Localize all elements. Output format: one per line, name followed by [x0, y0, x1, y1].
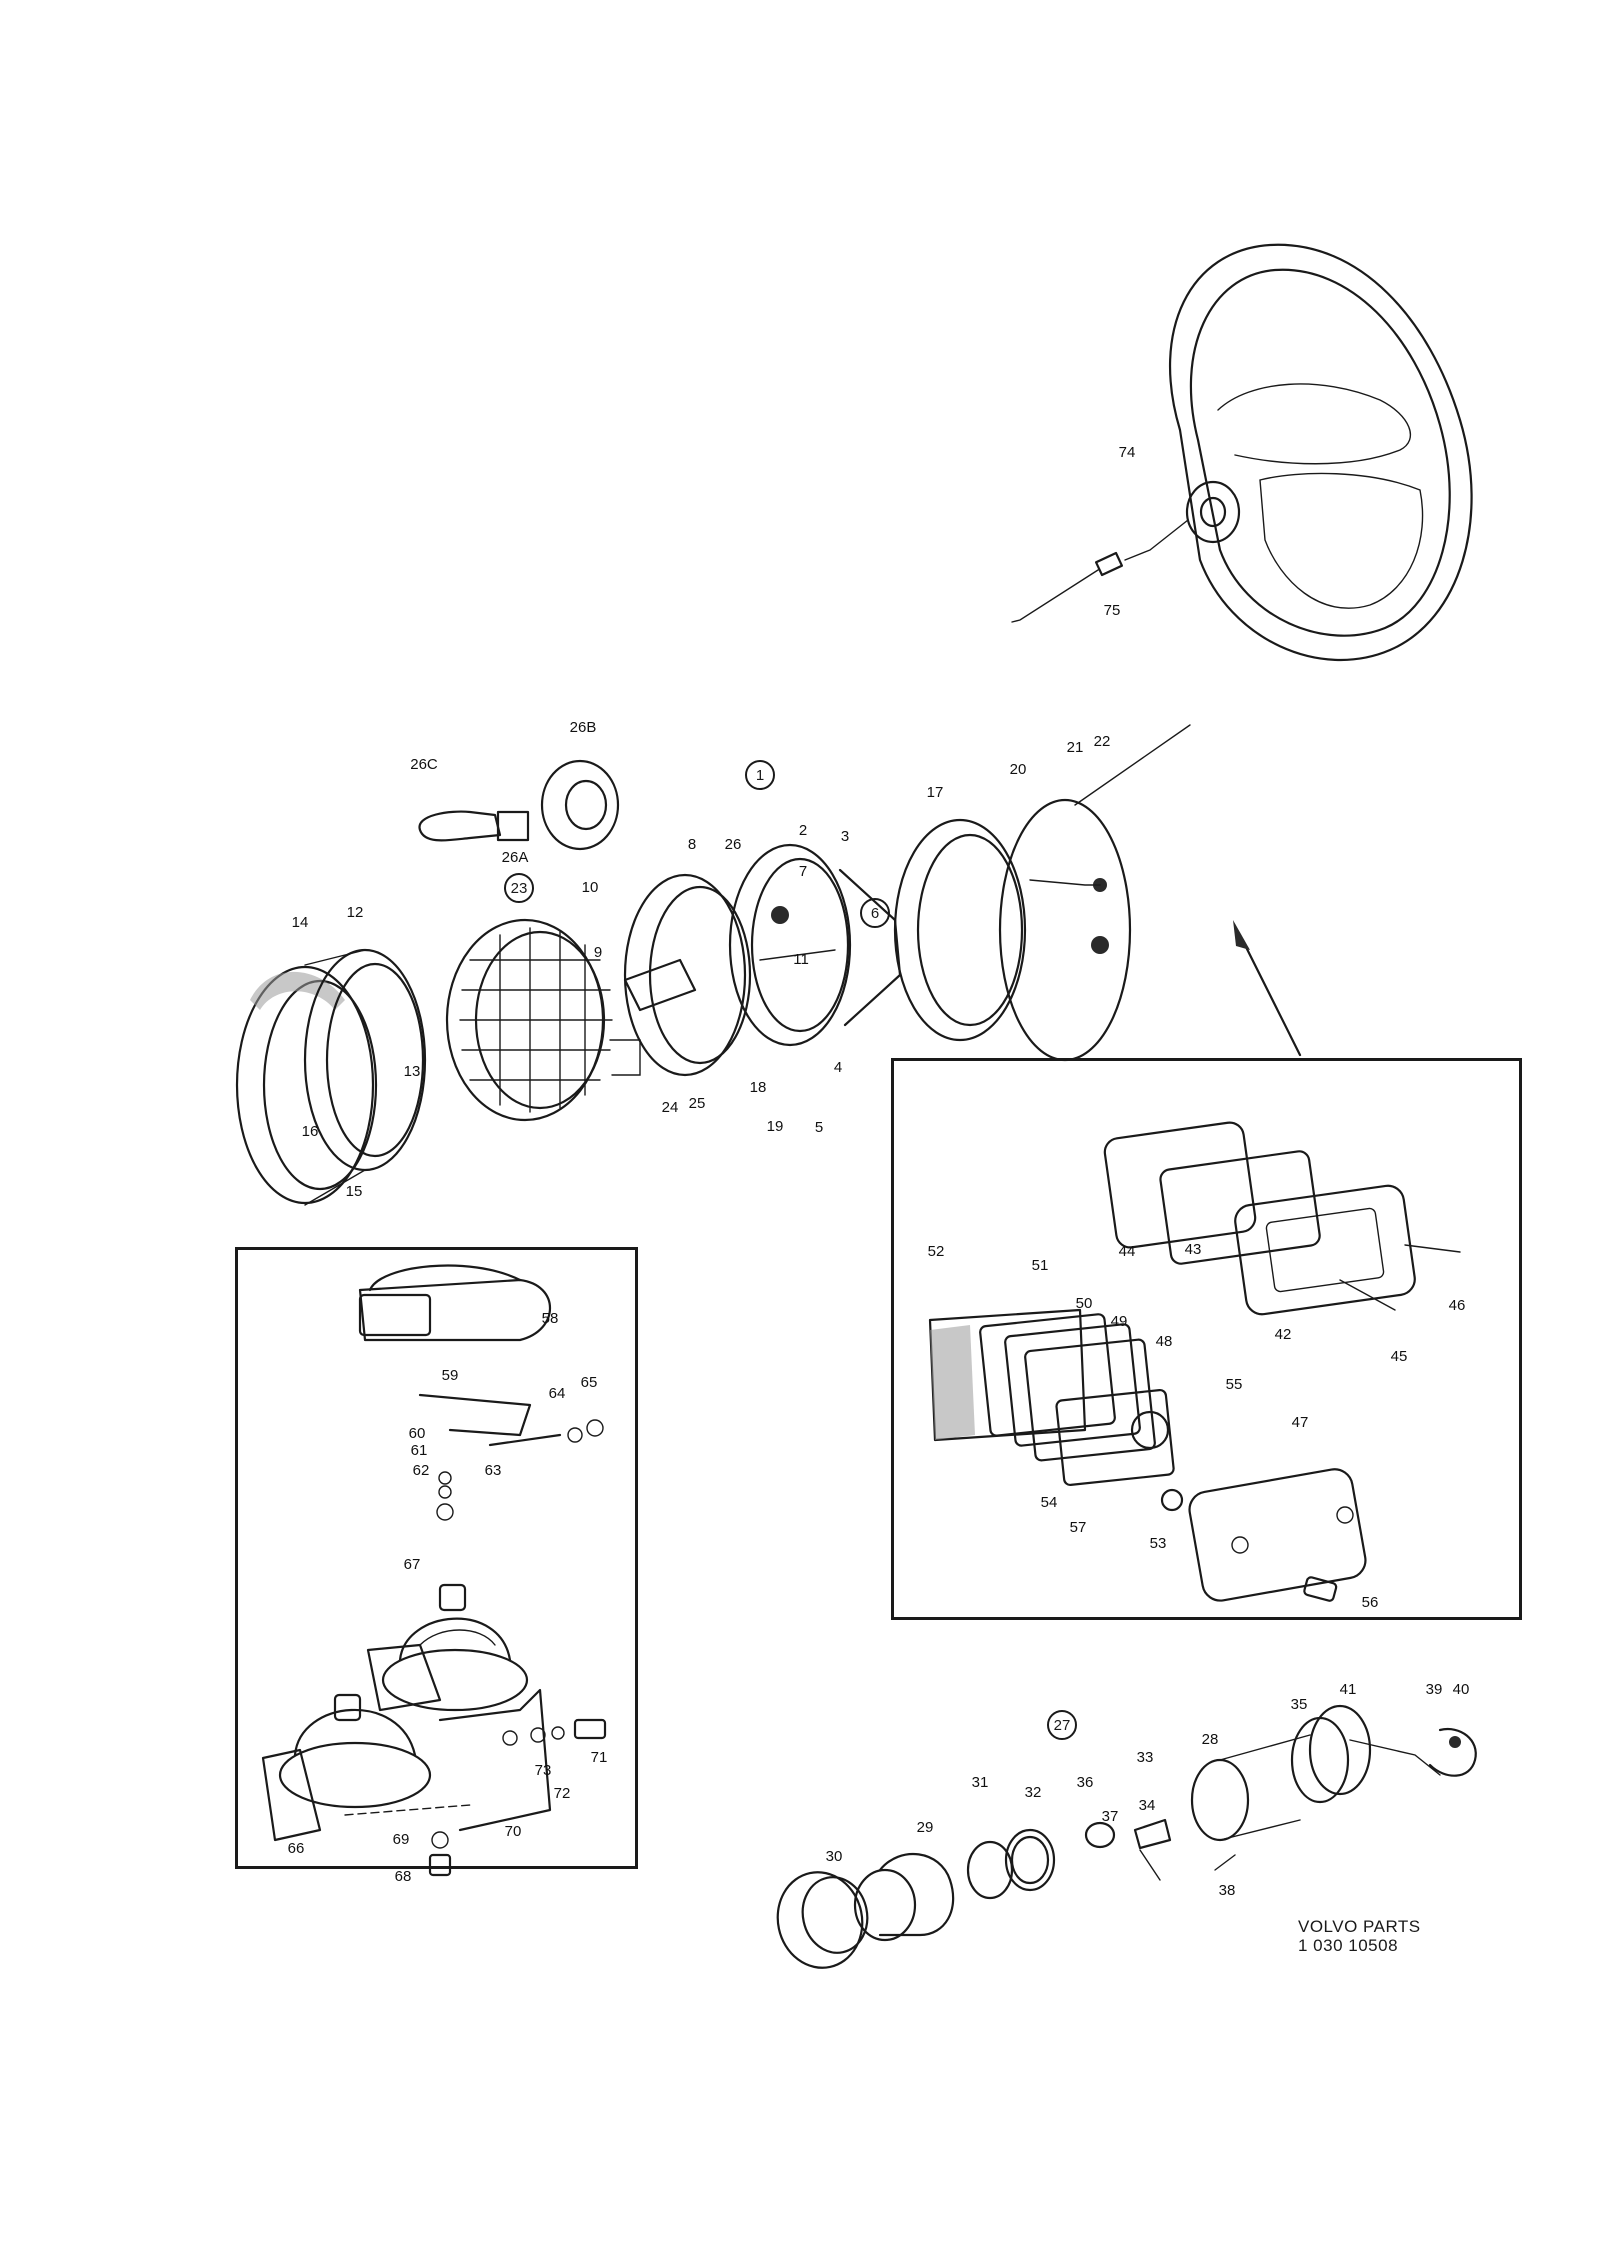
part-label-63: 63 [484, 1462, 502, 1479]
horn-inset [235, 1247, 638, 1869]
part-label-52: 52 [927, 1243, 945, 1260]
part-label-48: 48 [1155, 1333, 1173, 1350]
part-label-50: 50 [1075, 1295, 1093, 1312]
part-label-18: 18 [749, 1079, 767, 1096]
caption-line2: 1 030 10508 [1298, 1936, 1399, 1955]
part-label-43: 43 [1184, 1241, 1202, 1258]
part-label-9: 9 [593, 944, 603, 961]
part-label-55: 55 [1225, 1376, 1243, 1393]
part-label-29: 29 [916, 1819, 934, 1836]
part-label-60: 60 [408, 1425, 426, 1442]
part-label-33: 33 [1136, 1749, 1154, 1766]
part-label-24: 24 [661, 1099, 679, 1116]
part-label-57: 57 [1069, 1519, 1087, 1536]
part-label-42: 42 [1274, 1326, 1292, 1343]
part-label-8: 8 [687, 836, 697, 853]
part-label-62: 62 [412, 1462, 430, 1479]
part-label-13: 13 [403, 1063, 421, 1080]
part-label-15: 15 [345, 1183, 363, 1200]
part-label-10: 10 [581, 879, 599, 896]
part-label-73: 73 [534, 1762, 552, 1779]
part-label-21: 21 [1066, 739, 1084, 756]
part-label-44: 44 [1118, 1243, 1136, 1260]
part-label-65: 65 [580, 1374, 598, 1391]
part-label-34: 34 [1138, 1797, 1156, 1814]
part-label-11: 11 [793, 951, 809, 968]
part-label-28: 28 [1201, 1731, 1219, 1748]
part-label-61: 61 [410, 1442, 428, 1459]
part-label-26: 26 [724, 836, 742, 853]
part-label-51: 51 [1031, 1257, 1049, 1274]
part-label-46: 46 [1448, 1297, 1466, 1314]
part-label-31: 31 [971, 1774, 989, 1791]
part-label-64: 64 [548, 1385, 566, 1402]
steering-wheel-drawing [1011, 243, 1473, 662]
part-label-36: 36 [1076, 1774, 1094, 1791]
part-label-40: 40 [1452, 1681, 1470, 1698]
part-label-58: 58 [541, 1310, 559, 1327]
part-label-5: 5 [814, 1119, 824, 1136]
part-label-72: 72 [553, 1785, 571, 1802]
part-label-49: 49 [1110, 1313, 1128, 1330]
part-label-35: 35 [1290, 1696, 1308, 1713]
part-label-14: 14 [291, 914, 309, 931]
part-label-12: 12 [346, 904, 364, 921]
part-label-54: 54 [1040, 1494, 1058, 1511]
part-label-70: 70 [504, 1823, 522, 1840]
part-label-69: 69 [392, 1831, 410, 1848]
part-label-38: 38 [1218, 1882, 1236, 1899]
part-label-67: 67 [403, 1556, 421, 1573]
side-marker-drawing [928, 1121, 1461, 1602]
part-label-66: 66 [287, 1840, 305, 1857]
part-label-26a: 26A [501, 849, 529, 866]
part-label-27: 27 [1047, 1710, 1077, 1740]
part-label-4: 4 [833, 1059, 843, 1076]
tail-lamp-drawing [776, 1704, 1477, 1969]
part-label-71: 71 [590, 1749, 608, 1766]
part-label-19: 19 [766, 1118, 784, 1135]
caption: VOLVO PARTS 1 030 10508 [1298, 1917, 1421, 1955]
part-label-47: 47 [1291, 1414, 1309, 1431]
part-label-3: 3 [840, 828, 850, 845]
headlamp-drawing [235, 724, 1191, 1206]
part-label-20: 20 [1009, 761, 1027, 778]
part-label-45: 45 [1390, 1348, 1408, 1365]
part-label-6: 6 [860, 898, 890, 928]
part-label-75: 75 [1103, 602, 1121, 619]
part-label-30: 30 [825, 1848, 843, 1865]
part-label-39: 39 [1425, 1681, 1443, 1698]
part-label-32: 32 [1024, 1784, 1042, 1801]
part-label-16: 16 [301, 1123, 319, 1140]
part-label-22: 22 [1093, 733, 1111, 750]
part-label-68: 68 [394, 1868, 412, 1885]
part-label-53: 53 [1149, 1535, 1167, 1552]
part-label-37: 37 [1101, 1808, 1119, 1825]
part-label-2: 2 [798, 822, 808, 839]
part-label-1: 1 [745, 760, 775, 790]
part-label-41: 41 [1339, 1681, 1357, 1698]
part-label-25: 25 [688, 1095, 706, 1112]
part-label-23: 23 [504, 873, 534, 903]
part-label-17: 17 [926, 784, 944, 801]
part-label-59: 59 [441, 1367, 459, 1384]
side-marker-inset [891, 1058, 1522, 1620]
part-label-26c: 26C [410, 756, 438, 773]
caption-line1: VOLVO PARTS [1298, 1917, 1421, 1936]
part-label-7: 7 [798, 863, 808, 880]
part-label-74: 74 [1118, 444, 1136, 461]
part-label-26b: 26B [569, 719, 597, 736]
horn-drawing [261, 1264, 607, 1877]
part-label-56: 56 [1361, 1594, 1379, 1611]
